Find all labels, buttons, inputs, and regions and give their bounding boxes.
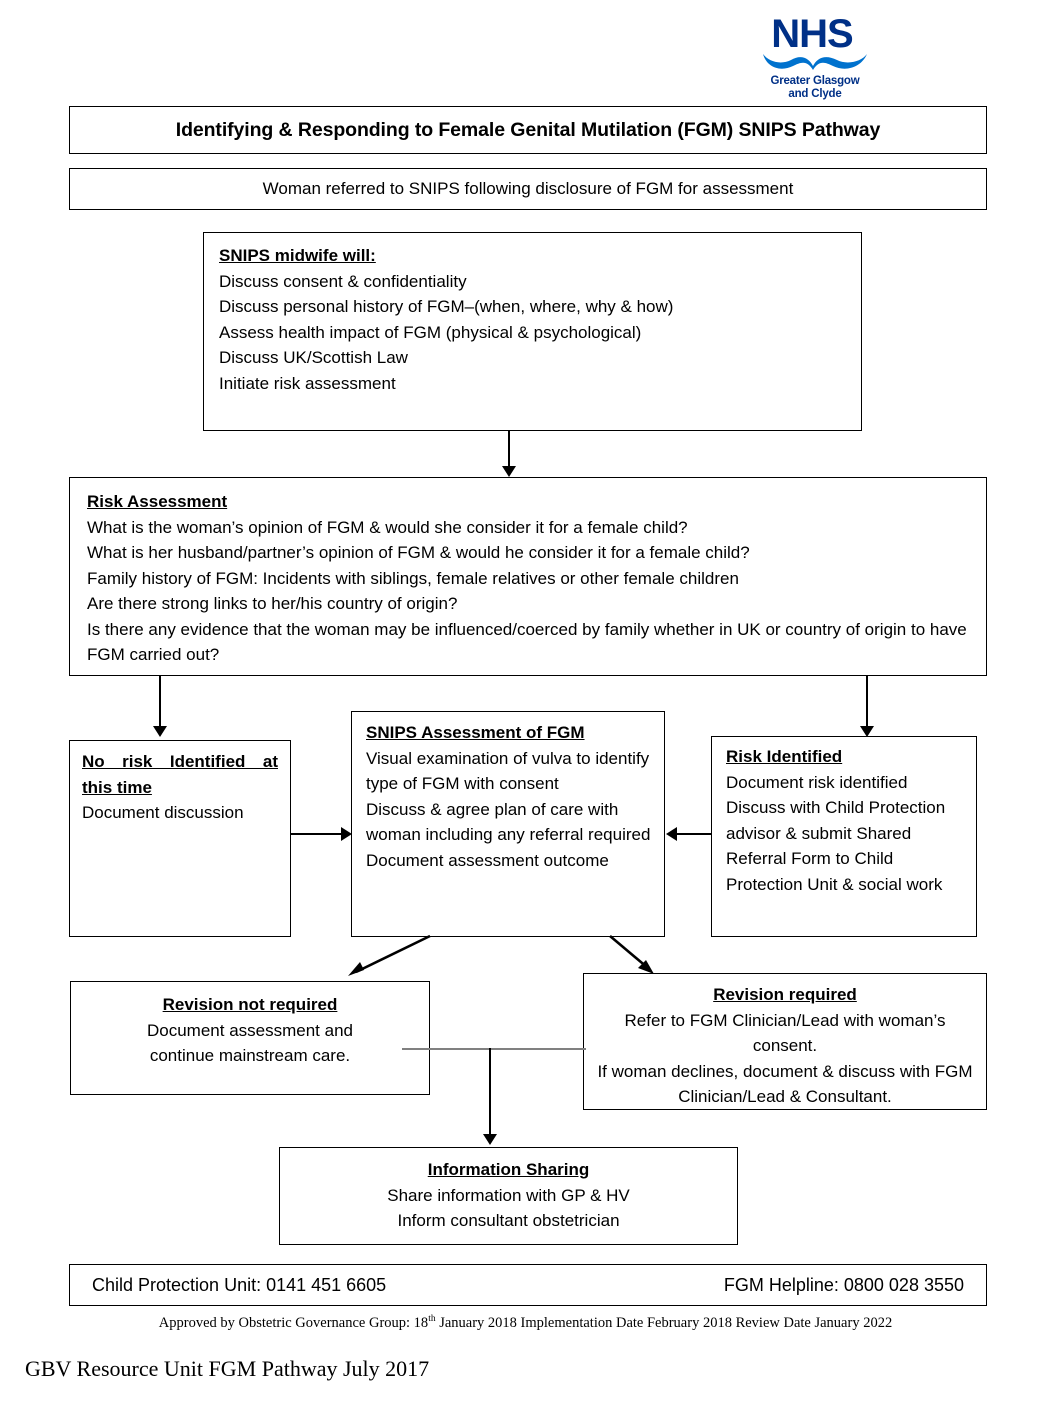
page-title-box: Identifying & Responding to Female Genit… — [69, 106, 987, 154]
contact-box: Child Protection Unit: 0141 451 6605 FGM… — [69, 1264, 987, 1306]
connector-snips-to-revision-required — [609, 935, 654, 974]
revision-not-required-box: Revision not required Document assessmen… — [70, 981, 430, 1095]
revision-not-required-heading: Revision not required — [162, 995, 338, 1014]
snips-assessment-line-1: Visual examination of vulva to identify … — [366, 748, 650, 794]
snips-midwife-line-3: Assess health impact of FGM (physical & … — [219, 322, 642, 342]
no-risk-content: No risk Identified at this time Document… — [82, 749, 278, 826]
revision-required-heading: Revision required — [713, 985, 857, 1004]
risk-assessment-box: Risk Assessment What is the woman’s opin… — [69, 477, 987, 676]
risk-assessment-heading: Risk Assessment — [87, 492, 228, 511]
approval-note-after: January 2018 Implementation Date Februar… — [435, 1314, 893, 1331]
approval-note: Approved by Obstetric Governance Group: … — [0, 1314, 1051, 1332]
risk-identified-line-2: Discuss with Child Protection advisor & … — [726, 798, 946, 894]
revision-not-required-content: Revision not required Document assessmen… — [83, 992, 417, 1069]
approval-note-before: Approved by Obstetric Governance Group: … — [158, 1314, 429, 1331]
gbv-footer: GBV Resource Unit FGM Pathway July 2017 — [25, 1356, 430, 1381]
information-sharing-box: Information Sharing Share information wi… — [279, 1147, 738, 1245]
snips-midwife-line-4: Discuss UK/Scottish Law — [219, 348, 408, 367]
revision-required-line-1: Refer to FGM Clinician/Lead with woman’s… — [624, 1010, 946, 1056]
revision-required-content: Revision required Refer to FGM Clinician… — [596, 982, 974, 1110]
risk-identified-line-1: Document risk identified — [726, 772, 908, 792]
snips-assessment-line-2: Discuss & agree plan of care with woman … — [366, 799, 651, 845]
revision-required-line-2: If woman declines, document & discuss wi… — [597, 1061, 973, 1107]
snips-midwife-box: SNIPS midwife will: Discuss consent & co… — [203, 232, 862, 431]
arrow-down-icon — [483, 1134, 497, 1145]
revision-not-required-line-2: continue mainstream care. — [149, 1046, 351, 1065]
information-sharing-line-1: Share information with GP & HV — [387, 1185, 630, 1205]
snips-assessment-box: SNIPS Assessment of FGM Visual examinati… — [351, 711, 665, 937]
snips-assessment-heading: SNIPS Assessment of FGM — [366, 723, 585, 742]
referral-text: Woman referred to SNIPS following disclo… — [262, 179, 794, 199]
arrow-down-icon — [153, 726, 167, 737]
fgm-helpline-contact: FGM Helpline: 0800 028 3550 — [723, 1274, 964, 1295]
snips-midwife-line-1: Discuss consent & confidentiality — [219, 271, 467, 291]
no-risk-identified-box: No risk Identified at this time Document… — [69, 740, 291, 937]
arrow-right-icon — [341, 827, 352, 841]
nhs-logo: NHS Greater Glasgow and Clyde — [735, 14, 895, 102]
revision-not-required-line-1: Document assessment and — [147, 1020, 353, 1040]
risk-identified-box: Risk Identified Document risk identified… — [711, 736, 977, 937]
information-sharing-content: Information Sharing Share information wi… — [292, 1157, 725, 1234]
no-risk-heading-line-2: this time — [82, 777, 152, 797]
snips-midwife-line-5: Initiate risk assessment — [219, 373, 396, 393]
information-sharing-line-2: Inform consultant obstetrician — [397, 1211, 620, 1230]
nhs-board-name: Greater Glasgow and Clyde — [770, 75, 860, 100]
arrow-left-icon — [666, 827, 677, 841]
child-protection-unit-contact: Child Protection Unit: 0141 451 6605 — [92, 1274, 387, 1295]
approval-note-ordinal: th — [428, 1314, 436, 1324]
snips-midwife-heading: SNIPS midwife will: — [219, 246, 376, 265]
risk-assessment-line-2: What is her husband/partner’s opinion of… — [87, 543, 750, 562]
nhs-wordmark: NHS — [771, 12, 853, 56]
snips-assessment-content: SNIPS Assessment of FGM Visual examinati… — [366, 720, 652, 873]
risk-assessment-line-3: Family history of FGM: Incidents with si… — [87, 568, 739, 588]
arrow-down-icon — [502, 466, 516, 477]
no-risk-heading-line-1: No risk Identified at — [82, 752, 278, 771]
risk-assessment-line-1: What is the woman’s opinion of FGM & wou… — [87, 517, 688, 537]
connector-snips-to-revision-not-required — [348, 934, 431, 976]
risk-assessment-content: Risk Assessment What is the woman’s opin… — [87, 489, 974, 668]
snips-midwife-line-2: Discuss personal history of FGM–(when, w… — [219, 297, 674, 316]
revision-required-box: Revision required Refer to FGM Clinician… — [583, 973, 987, 1110]
risk-assessment-line-4: Are there strong links to her/his countr… — [87, 594, 458, 613]
snips-assessment-line-3: Document assessment outcome — [366, 850, 609, 870]
risk-identified-heading: Risk Identified — [726, 747, 843, 766]
risk-identified-content: Risk Identified Document risk identified… — [726, 744, 964, 897]
arrow-down-icon — [860, 726, 874, 737]
no-risk-line-1: Document discussion — [82, 803, 244, 822]
information-sharing-heading: Information Sharing — [427, 1160, 590, 1179]
referral-box: Woman referred to SNIPS following disclo… — [69, 168, 987, 210]
page-title: Identifying & Responding to Female Genit… — [175, 118, 881, 141]
risk-assessment-line-5: Is there any evidence that the woman may… — [87, 619, 967, 665]
nhs-wave-icon — [763, 54, 867, 70]
snips-midwife-content: SNIPS midwife will: Discuss consent & co… — [219, 243, 849, 396]
